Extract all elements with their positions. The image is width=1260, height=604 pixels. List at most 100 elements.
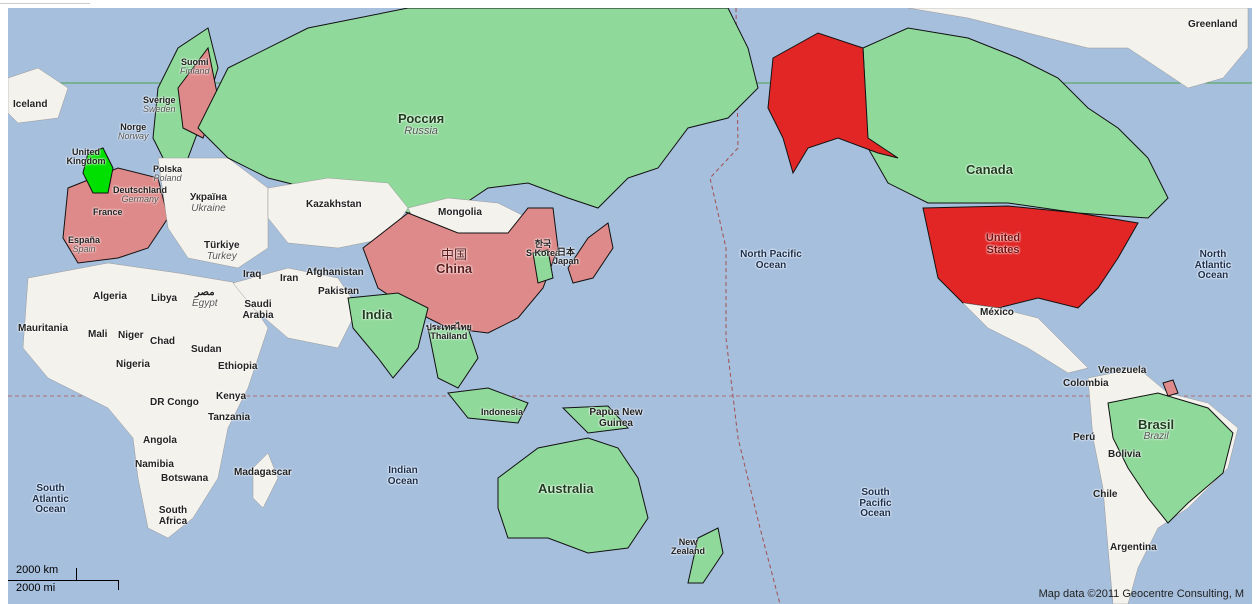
map-attribution: Map data ©2011 Geocentre Consulting, M — [1039, 588, 1244, 600]
india-shape[interactable] — [347, 292, 429, 379]
label-thailand-text: Thailand — [430, 331, 468, 342]
label-ethiopia-text: Ethiopia — [218, 361, 258, 372]
label-colombia-text: Colombia — [1063, 378, 1109, 389]
label-indonesia: Indonesia — [481, 407, 523, 417]
label-iran: Iran — [280, 273, 299, 285]
label-madagascar: Madagascar — [234, 467, 292, 479]
top-bar-tick — [0, 0, 90, 4]
scale-mi: 2000 mi — [16, 582, 55, 594]
greenland-shape — [907, 8, 1249, 89]
label-china-native: 中国 — [441, 247, 468, 262]
label-sudan: Sudan — [191, 344, 222, 356]
label-iraq-text: Iraq — [243, 269, 262, 280]
label-mexico: México — [980, 307, 1014, 319]
africa-shape — [22, 262, 269, 539]
label-niger: Niger — [118, 330, 144, 342]
label-united-states: United States — [978, 232, 1028, 256]
label-algeria-text: Algeria — [93, 291, 127, 302]
png-shape[interactable] — [561, 405, 630, 434]
label-china-text: China — [436, 260, 473, 276]
canada-shape[interactable] — [862, 27, 1169, 219]
label-rossiya-text: Россия — [398, 111, 445, 126]
label-iceland-text: Iceland — [13, 99, 48, 110]
label-australia: Australia — [538, 482, 594, 496]
top-bar — [0, 0, 1260, 8]
label-dr-congo-text: DR Congo — [150, 397, 199, 408]
label-png: Papua New Guinea — [586, 407, 646, 429]
label-spain-sub: Spain — [72, 244, 96, 255]
label-south-atlantic: South Atlantic Ocean — [23, 483, 78, 516]
label-south-africa: South Africa — [153, 505, 193, 527]
brasil-shape[interactable] — [1107, 392, 1234, 524]
japan-shape[interactable] — [567, 222, 614, 284]
label-thailand-native: ประเทศไทย — [426, 322, 472, 332]
label-mongolia-text: Mongolia — [438, 207, 482, 218]
french-guiana-shape[interactable] — [1162, 379, 1179, 397]
label-turkey-sub: Turkey — [206, 250, 237, 262]
label-deutschland-text: Deutschland — [113, 185, 168, 195]
label-bolivia-text: Bolivia — [1108, 449, 1141, 460]
label-kenya-text: Kenya — [216, 391, 247, 402]
label-korea-native: 한국 — [534, 239, 552, 249]
label-mexico-text: México — [980, 307, 1014, 318]
label-angola: Angola — [143, 435, 177, 447]
label-france-text: France — [93, 207, 123, 217]
label-peru-text: Perú — [1073, 432, 1096, 443]
united-states-shape[interactable] — [922, 205, 1139, 309]
label-iran-text: Iran — [280, 273, 299, 284]
label-saudi-arabia: Saudi Arabia — [233, 299, 283, 321]
label-chile: Chile — [1093, 489, 1117, 501]
label-indian-ocean-text: Indian Ocean — [387, 465, 419, 487]
label-japan-text: Japan — [553, 256, 580, 267]
western-europe-shape[interactable] — [62, 167, 169, 264]
label-japan-native: 日本 — [557, 247, 576, 257]
label-new-zealand: New Zealand — [668, 537, 708, 557]
label-polska-text: Polska — [153, 164, 183, 174]
scale-tick-mi — [118, 580, 119, 590]
label-bolivia: Bolivia — [1108, 449, 1141, 461]
label-suomi-text: Suomi — [181, 57, 209, 67]
label-afghanistan-text: Afghanistan — [306, 267, 364, 278]
label-sudan-text: Sudan — [191, 344, 222, 355]
label-mongolia: Mongolia — [438, 207, 482, 219]
date-line — [709, 8, 781, 604]
label-iceland: Iceland — [13, 99, 48, 111]
label-north-atlantic-text: North Atlantic Ocean — [1194, 249, 1232, 281]
label-saudi-arabia-text: Saudi Arabia — [242, 299, 274, 321]
middle-east-shape — [232, 267, 359, 349]
label-south-pacific-text: South Pacific Ocean — [859, 487, 892, 519]
label-madagascar-text: Madagascar — [234, 467, 292, 478]
korea-shape[interactable] — [532, 249, 554, 284]
label-pakistan: Pakistan — [318, 286, 359, 298]
southeast-asia-shape[interactable] — [427, 327, 479, 389]
label-venezuela-text: Venezuela — [1098, 365, 1147, 376]
label-nigeria: Nigeria — [116, 359, 150, 371]
label-egypt-sub: Egypt — [192, 297, 218, 309]
label-mali: Mali — [88, 329, 107, 341]
label-norway-sub: Norway — [118, 131, 149, 142]
label-angola-text: Angola — [143, 435, 177, 446]
indonesia-shape[interactable] — [447, 387, 529, 424]
label-sverige-text: Sverige — [143, 95, 176, 105]
label-south-atlantic-text: South Atlantic Ocean — [32, 483, 69, 515]
label-png-text: Papua New Guinea — [589, 407, 643, 429]
scale-km-text: 2000 km — [16, 564, 59, 576]
label-canada: Canada — [966, 163, 1013, 177]
label-finland-sub: Finland — [180, 66, 210, 77]
label-north-atlantic: North Atlantic Ocean — [1188, 249, 1238, 282]
mexico-shape — [962, 302, 1089, 374]
label-australia-text: Australia — [538, 481, 594, 496]
australia-shape[interactable] — [497, 437, 649, 554]
label-libya-text: Libya — [151, 293, 178, 304]
label-greenland: Greenland — [1188, 19, 1237, 31]
new-zealand-shape[interactable] — [687, 527, 724, 584]
uk-shape[interactable] — [82, 147, 114, 194]
alaska-shape[interactable] — [767, 32, 899, 175]
